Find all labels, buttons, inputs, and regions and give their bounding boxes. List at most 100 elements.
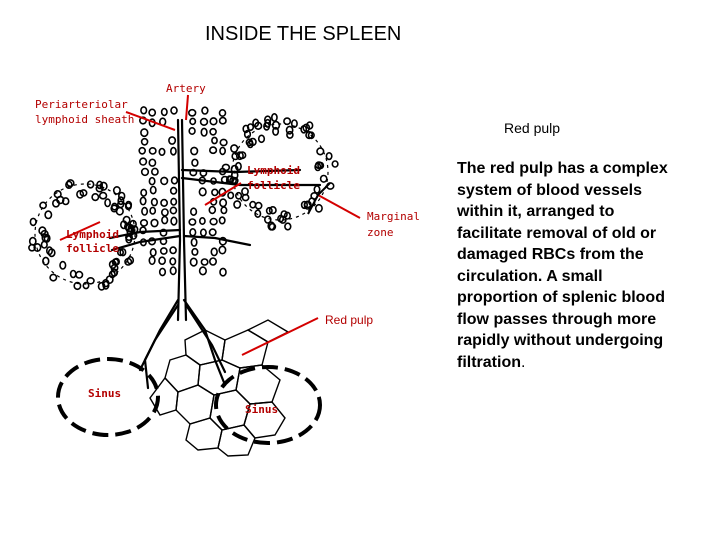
- lymphocyte-dot: [86, 180, 95, 189]
- lymphocyte-dot: [316, 147, 325, 156]
- lymphocyte-dot: [117, 248, 125, 257]
- lymphocyte-dot: [220, 206, 228, 215]
- lymphocyte-dot: [246, 140, 254, 149]
- lymphocyte-dot: [160, 198, 168, 207]
- sinus-left-wall: [56, 357, 160, 437]
- lymphocyte-dot: [53, 190, 62, 199]
- lymphocyte-dot: [190, 146, 199, 156]
- lymphocyte-dot: [170, 216, 178, 226]
- lymphocyte-dot: [283, 117, 292, 126]
- lymphocyte-dot: [170, 176, 179, 185]
- lymphocyte-dot: [254, 209, 262, 218]
- lymphocyte-dot: [122, 215, 131, 225]
- lymphocyte-dot: [221, 163, 231, 172]
- lymphocyte-dot: [170, 197, 178, 206]
- periarteriolar-label-line1: Periarteriolar: [35, 98, 128, 111]
- lymphocyte-dot: [270, 113, 278, 123]
- lymphocyte-dot: [169, 266, 177, 276]
- lymphocyte-dot: [319, 174, 328, 183]
- lymphocyte-dot: [126, 255, 135, 265]
- lymphocyte-dot: [104, 198, 111, 208]
- lymphocyte-dot: [208, 228, 217, 237]
- lymphocyte-dot: [170, 106, 178, 115]
- lymphocyte-dot: [33, 243, 42, 253]
- pointer-lines: [59, 94, 361, 356]
- lymphocyte-dot: [230, 144, 239, 153]
- sinus-right-label: Sinus: [245, 403, 279, 416]
- lymphocyte-dot: [158, 256, 166, 266]
- lymphocyte-dot: [209, 217, 218, 226]
- lymphocyte-dot: [306, 121, 314, 130]
- lymphocyte-dot: [188, 218, 197, 226]
- lymphocyte-dot: [49, 273, 58, 282]
- lymphocyte-dot: [148, 146, 157, 155]
- lymphocyte-dot: [257, 134, 266, 144]
- lymphocyte-dot: [190, 207, 198, 216]
- periarteriolar-label-line2: lymphoid sheath: [35, 113, 135, 126]
- lymphocyte-dot: [285, 125, 294, 135]
- lymphocyte-dot: [201, 106, 209, 115]
- red-pulp-heading: Red pulp: [504, 120, 561, 136]
- lymphocyte-dot: [189, 117, 197, 126]
- lymphocyte-dot: [249, 200, 257, 209]
- lymphocyte-dot: [254, 201, 263, 210]
- lymphocyte-dot: [218, 109, 227, 118]
- lymphocyte-dot: [241, 187, 249, 196]
- lymphocyte-dot: [169, 206, 178, 215]
- lymphocyte-dot: [169, 186, 178, 195]
- lymphocyte-dot: [189, 228, 197, 237]
- lymphocyte-dot: [200, 127, 208, 137]
- lymphocyte-dot: [115, 206, 124, 216]
- lymphocyte-dot: [272, 126, 280, 136]
- lymphocyte-dot: [140, 167, 150, 177]
- lymphocyte-dot: [235, 191, 243, 200]
- follicle-top-outline: [231, 123, 329, 221]
- lymphocyte-dot: [39, 201, 47, 210]
- lymphocyte-dot: [242, 124, 250, 134]
- lymphocyte-dot: [161, 215, 169, 225]
- lymphocyte-dot: [317, 161, 325, 170]
- lymphocyte-dot: [168, 136, 177, 145]
- lymphocyte-dot: [150, 197, 158, 207]
- lymphocyte-dot: [99, 181, 108, 191]
- lymphocyte-dot: [158, 147, 166, 156]
- marginal-zone-label-line2: zone: [367, 226, 394, 239]
- lymphocyte-dot: [199, 117, 209, 126]
- lymphocyte-dot: [95, 184, 104, 193]
- lymphocyte-dot: [210, 247, 218, 257]
- lymphocyte-dot: [139, 226, 147, 235]
- lymphocyte-dot: [284, 222, 292, 231]
- lymphocyte-dot: [150, 167, 159, 176]
- lymphocyte-dot: [218, 216, 226, 225]
- lymphoid-follicle-left-label-line2: follicle: [66, 242, 119, 255]
- lymphocyte-dot: [227, 191, 235, 200]
- lymphocyte-dot: [47, 248, 56, 258]
- lymphocyte-dot: [69, 269, 77, 279]
- lymphocyte-dot: [140, 128, 149, 138]
- lymphocyte-dot: [263, 215, 272, 224]
- lymphocyte-dot: [139, 196, 147, 206]
- lymphocyte-dot: [219, 146, 226, 156]
- lymphocyte-dot: [264, 118, 272, 128]
- lymphocyte-dot: [91, 193, 100, 202]
- lymphocyte-dot: [79, 189, 88, 197]
- lymphocyte-dot: [140, 137, 149, 146]
- lymphocyte-dots: [28, 106, 339, 291]
- lymphocyte-dot: [303, 200, 312, 209]
- lymphocyte-dot: [189, 257, 198, 267]
- lymphocyte-dot: [199, 228, 207, 237]
- lymphocyte-dot: [200, 258, 209, 266]
- lymphocyte-dot: [59, 260, 67, 270]
- lymphocyte-dot: [211, 136, 218, 145]
- lymphocyte-dot: [117, 196, 125, 206]
- lymphocyte-dot: [149, 206, 157, 215]
- lymphocyte-dot: [75, 270, 84, 279]
- lymphocyte-dot: [234, 161, 242, 171]
- lymphocyte-dot: [159, 247, 168, 255]
- lymphocyte-dot: [117, 191, 126, 201]
- lymphocyte-dot: [125, 235, 133, 244]
- lymphocyte-dot: [141, 206, 149, 216]
- artery-branches: [108, 118, 322, 390]
- lymphocyte-dot: [42, 256, 50, 266]
- lymphocyte-dot: [218, 116, 227, 125]
